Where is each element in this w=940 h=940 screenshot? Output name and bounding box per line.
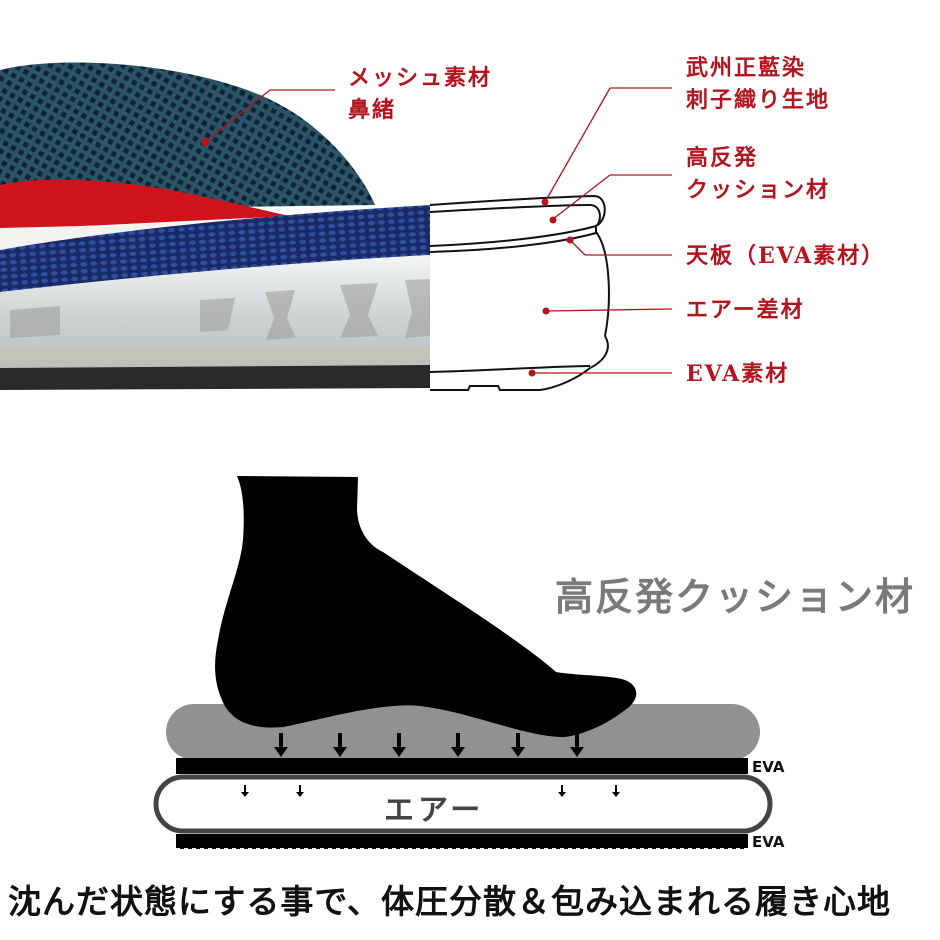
- red-inner-strap: [0, 179, 290, 230]
- outsole: [0, 365, 430, 390]
- label-line: クッション材: [686, 177, 831, 203]
- pressure-arrows-large: [274, 733, 584, 757]
- label-air: エアー差材: [686, 297, 805, 323]
- label-line: 高反発: [686, 145, 759, 171]
- foot-silhouette: [215, 476, 637, 738]
- eva-bottom-band: [176, 834, 748, 848]
- label-line: 刺子織り生地: [686, 87, 831, 113]
- caption: 沈んだ状態にする事で、体圧分散＆包み込まれる履き心地: [8, 882, 892, 921]
- label-eva-top: EVA: [752, 758, 785, 776]
- label-eva-bottom: EVA素材: [686, 361, 790, 387]
- pressure-arrows-small: [241, 785, 620, 797]
- label-air-chamber: エアー: [384, 793, 485, 828]
- label-fabric: 武州正藍染 刺子織り生地: [686, 52, 830, 116]
- label-eva-bottom-layer: EVA: [752, 833, 785, 851]
- eva-top-band: [176, 758, 748, 774]
- label-line: メッシュ素材: [348, 65, 493, 91]
- label-line: 鼻緒: [348, 97, 397, 123]
- sandal-cross-section-illustration: [0, 62, 673, 391]
- heading-high-rebound-cushion: 高反発クッション材: [555, 575, 916, 619]
- woven-fabric-layer: [0, 205, 430, 292]
- label-mesh-strap: メッシュ素材 鼻緒: [348, 62, 492, 126]
- mesh-strap: [0, 62, 375, 211]
- label-line: 武州正藍染: [686, 55, 807, 81]
- label-cushion: 高反発 クッション材: [686, 142, 830, 206]
- label-top-board: 天板（EVA素材）: [686, 243, 886, 269]
